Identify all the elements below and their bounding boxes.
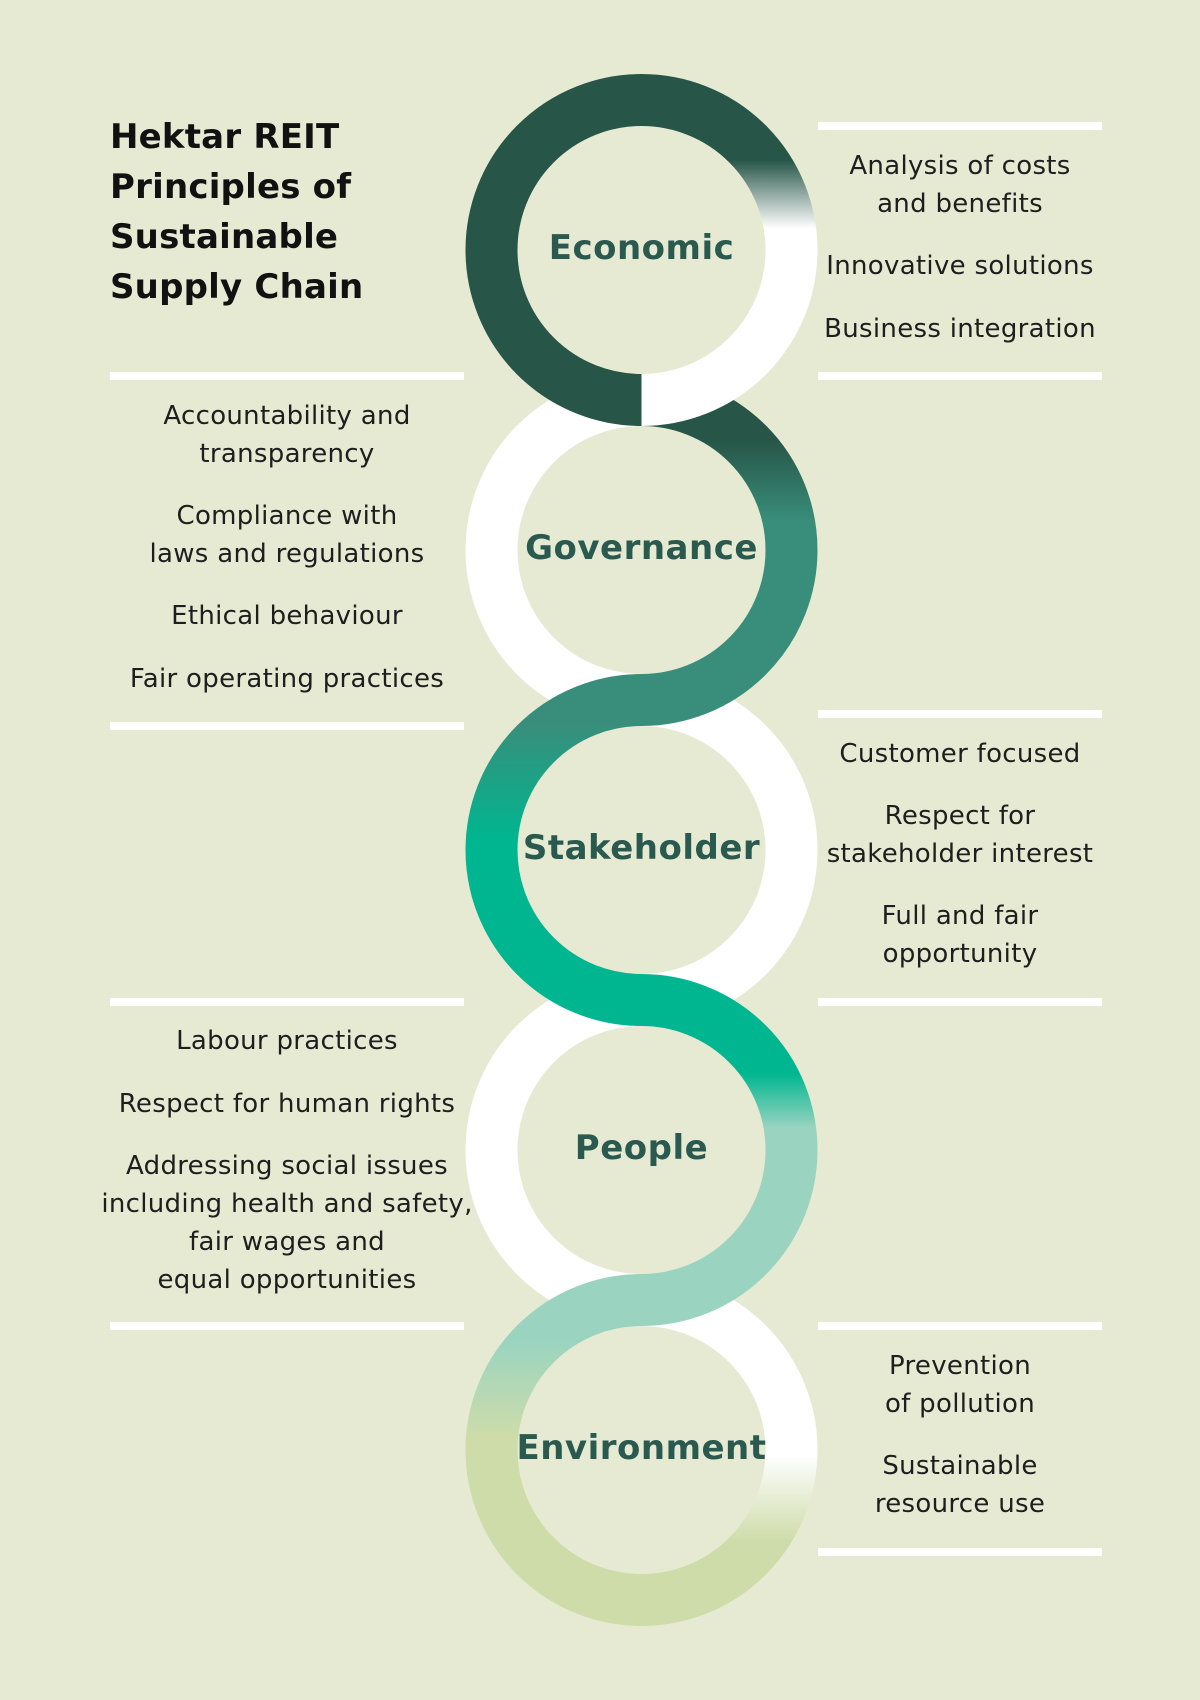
governance-item: Fair operating practices	[129, 664, 445, 694]
divider-environment-top	[818, 1322, 1102, 1330]
divider-economic-bottom	[818, 372, 1102, 380]
divider-environment-bottom	[818, 1548, 1102, 1556]
divider-governance-top	[110, 372, 464, 380]
divider-governance-bottom	[110, 722, 464, 730]
circle-label-economic: Economic	[548, 228, 735, 268]
governance-item: Ethical behaviour	[171, 601, 403, 631]
governance-item: Accountability and transparency	[163, 401, 411, 469]
divider-economic-top	[818, 122, 1102, 130]
ring-economic-right-arc	[641, 74, 818, 426]
ring-people-right-arc	[641, 974, 818, 1326]
circle-label-environment: Environment	[516, 1428, 767, 1468]
environment-item: Sustainable resource use	[874, 1451, 1046, 1519]
people-item: Respect for human rights	[118, 1089, 456, 1119]
circle-label-governance: Governance	[525, 528, 758, 568]
ring-economic-left-arc	[465, 74, 642, 426]
people-item: Labour practices	[176, 1026, 398, 1056]
people-item: Addressing social issues including healt…	[101, 1151, 473, 1295]
stakeholder-item: Customer focused	[839, 739, 1081, 769]
ring-stakeholder-right-arc	[641, 674, 818, 1026]
diagram-title: Hektar REIT Principles of Sustainable Su…	[110, 117, 364, 307]
economic-item: Business integration	[824, 314, 1096, 344]
economic-item: Analysis of costs and benefits	[849, 151, 1071, 219]
ring-people-left-arc	[465, 974, 642, 1326]
circle-label-people: People	[574, 1128, 709, 1168]
ring-environment-right-arc	[641, 1274, 818, 1626]
ring-governance-left-arc	[465, 374, 642, 726]
ring-stakeholder-left-arc	[465, 674, 642, 1026]
stakeholder-item: Full and fair opportunity	[881, 901, 1039, 969]
stakeholder-item: Respect for stakeholder interest	[826, 801, 1094, 869]
divider-stakeholder-bottom	[818, 998, 1102, 1006]
divider-people-top	[110, 998, 464, 1006]
governance-item: Compliance with laws and regulations	[149, 501, 425, 569]
divider-stakeholder-top	[818, 710, 1102, 718]
economic-item: Innovative solutions	[826, 251, 1094, 281]
ring-environment-left-arc	[465, 1274, 642, 1626]
circle-label-stakeholder: Stakeholder	[522, 828, 761, 868]
ring-governance-right-arc	[641, 374, 818, 726]
divider-people-bottom	[110, 1322, 464, 1330]
environment-item: Prevention of pollution	[884, 1351, 1036, 1419]
